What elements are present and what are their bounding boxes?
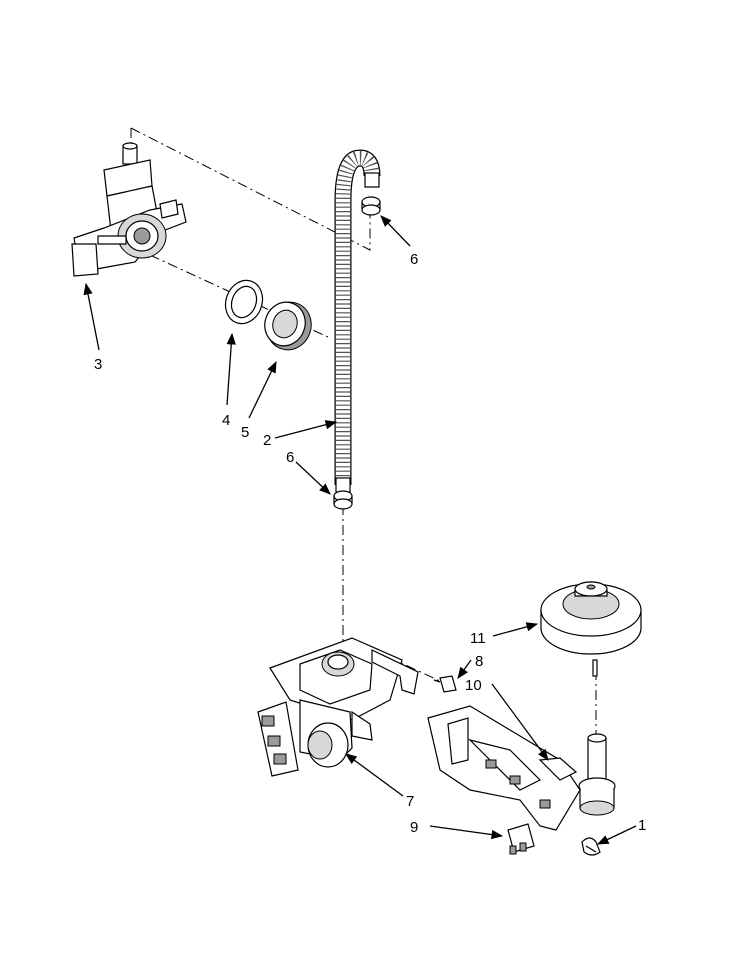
callout-7: 7 [406, 793, 414, 810]
part-4-gasket [224, 279, 264, 325]
callout-5: 5 [241, 424, 249, 441]
callout-6-upper: 6 [410, 251, 418, 268]
callout-6-lower: 6 [286, 449, 294, 466]
part-11-float [540, 581, 642, 677]
float-stem-housing [578, 733, 616, 816]
callout-8: 8 [475, 653, 483, 670]
part-6-clamp-upper [361, 196, 381, 216]
part-7-water-valve [257, 637, 419, 777]
part-1-clip [581, 837, 601, 856]
callout-1: 1 [638, 817, 646, 834]
part-8-screw [433, 675, 457, 693]
callout-10: 10 [465, 677, 482, 694]
part-6-clamp-lower [333, 490, 353, 510]
part-9-switch [507, 823, 535, 855]
callout-4: 4 [222, 412, 230, 429]
callout-11: 11 [470, 630, 486, 647]
callout-3: 3 [94, 356, 102, 373]
callout-9: 9 [410, 819, 418, 836]
callout-2: 2 [263, 432, 271, 449]
callout-labels: 3 4 5 2 6 6 7 8 9 10 11 1 [94, 251, 646, 836]
part-3-fill-inlet-bracket [71, 142, 187, 277]
part-2-hose [334, 149, 381, 493]
part-10-bracket [427, 705, 581, 831]
leader-lines [83, 215, 637, 845]
part-5-nut [264, 301, 312, 351]
